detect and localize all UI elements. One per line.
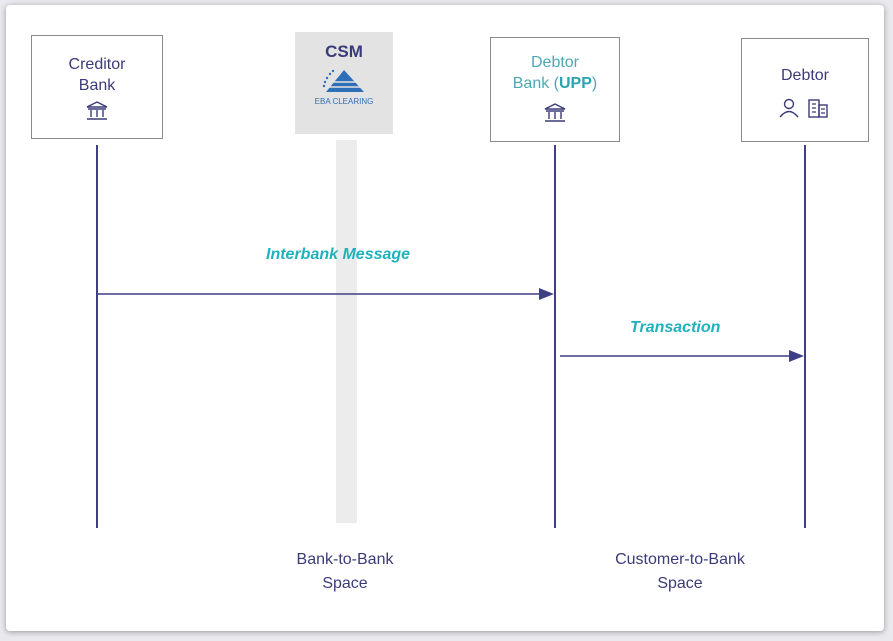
eba-clearing-text: EBA CLEARING (315, 97, 374, 106)
debtor-label: Debtor (780, 67, 830, 84)
csm-box: CSM EBA CLEARING (295, 32, 393, 134)
interbank-message-label: Interbank Message (266, 246, 411, 263)
eba-clearing-logo: EBA CLEARING (315, 69, 374, 106)
creditor-bank-box: Creditor Bank (31, 35, 163, 139)
creditor-bank-label-line1: Creditor (68, 56, 126, 73)
debtor-box: Debtor (741, 38, 869, 142)
debtor-bank-lifeline (554, 145, 556, 528)
debtor-bank-label-line2: Bank (UPP) (512, 75, 598, 92)
bank-to-bank-space-label: Bank-to-Bank Space (296, 551, 394, 592)
customer-to-bank-space-label: Customer-to-Bank Space (615, 551, 745, 592)
debtor-bank-label-line1: Debtor (530, 54, 580, 71)
sequence-diagram: Creditor Bank CSM EBA CLEARING Debtor (6, 5, 884, 631)
bank-icon (86, 101, 108, 120)
csm-lane-bar (336, 140, 357, 523)
bank-icon (544, 103, 566, 122)
debtor-lifeline (804, 145, 806, 528)
person-building-icon (779, 98, 828, 118)
message-arrows (96, 288, 804, 362)
csm-title: CSM (325, 42, 363, 61)
debtor-bank-box: Debtor Bank (UPP) (490, 37, 620, 142)
creditor-bank-label-line2: Bank (78, 77, 116, 94)
transaction-label: Transaction (630, 319, 721, 336)
transaction-arrowhead (789, 350, 804, 362)
creditor-bank-lifeline (96, 145, 98, 528)
interbank-arrowhead (539, 288, 554, 300)
